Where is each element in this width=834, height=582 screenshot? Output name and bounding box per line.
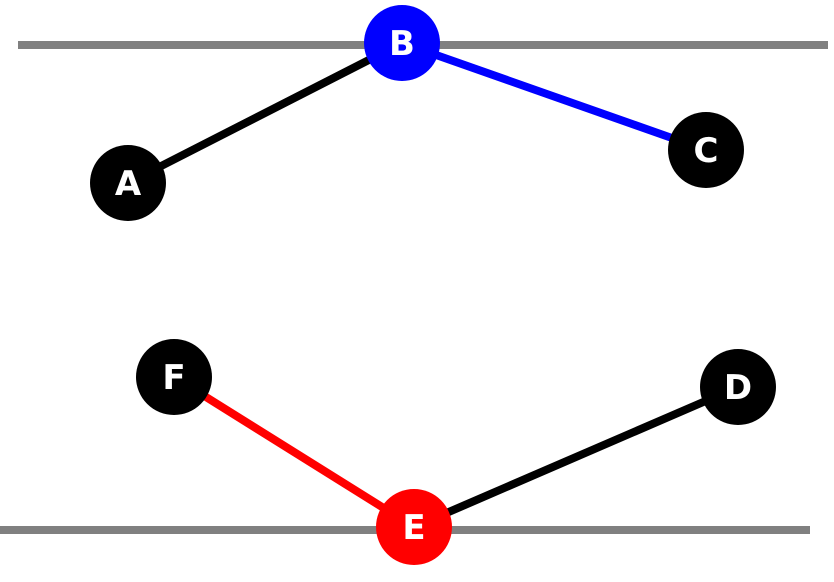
node-f-circle	[136, 339, 212, 415]
edge-a-b	[126, 39, 404, 187]
node-c-circle	[668, 112, 744, 188]
node-c-label: C	[694, 131, 719, 171]
nodes-layer: A B C D E F	[90, 5, 776, 565]
node-b-label: B	[389, 24, 415, 64]
node-f-label: F	[162, 358, 185, 398]
edge-e-d	[412, 383, 740, 531]
node-b: B	[364, 5, 440, 81]
node-e: E	[376, 489, 452, 565]
node-a-circle	[90, 145, 166, 221]
node-e-circle	[376, 489, 452, 565]
node-d-label: D	[724, 368, 752, 408]
node-d: D	[700, 349, 776, 425]
edge-f-e	[171, 373, 417, 531]
node-b-circle	[364, 5, 440, 81]
node-a-label: A	[115, 164, 142, 204]
node-d-circle	[700, 349, 776, 425]
node-f: F	[136, 339, 212, 415]
edge-b-c	[400, 39, 708, 154]
edges-layer	[126, 39, 740, 531]
node-c: C	[668, 112, 744, 188]
node-e-label: E	[402, 508, 425, 548]
node-a: A	[90, 145, 166, 221]
